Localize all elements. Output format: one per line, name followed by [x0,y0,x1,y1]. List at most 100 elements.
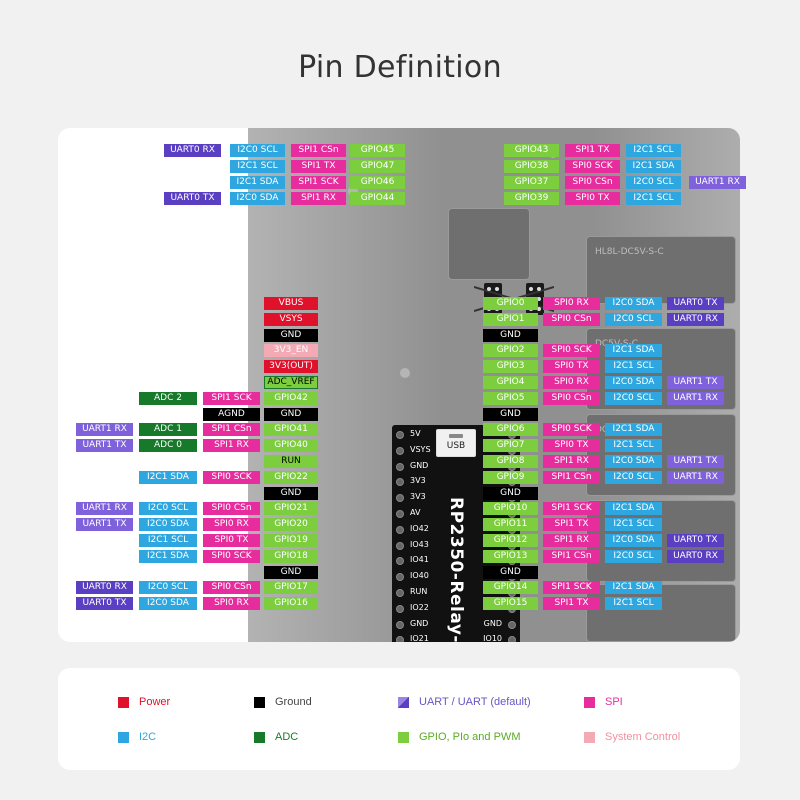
pin-label-i2c1-scl: I2C1 SCL [139,534,197,547]
pin-label-3v3-en: 3V3_EN [264,344,318,358]
header-pin [396,573,404,582]
legend-label: Power [139,696,171,708]
pin-label-gpio40: GPIO40 [264,439,318,453]
pin-label-i2c1-scl: I2C1 SCL [605,360,662,374]
legend-swatch [398,731,409,743]
pin-label-spi0-sck: SPI0 SCK [203,549,260,563]
pin-label-i2c1-sda: I2C1 SDA [605,581,662,595]
led-dot [529,287,533,291]
chip-pin-label: 5V [410,429,421,438]
header-pin [396,446,404,455]
legend-item-adc: ADC [254,731,298,743]
legend-label: ADC [275,731,299,743]
pin-label-spi0-sck: SPI0 SCK [565,160,620,173]
pin-label-i2c1-scl: I2C1 SCL [626,144,681,157]
legend-swatch [254,731,265,743]
pin-label-spi1-rx: SPI1 RX [291,192,346,205]
pin-label-i2c1-sda: I2C1 SDA [605,502,662,516]
pin-label-gpio2: GPIO2 [483,344,538,358]
pin-label-gpio42: GPIO42 [264,391,318,405]
pin-label-uart1-rx: UART1 RX [689,176,746,189]
pin-label-agnd: AGND [203,407,260,421]
pin-label-spi0-rx: SPI0 RX [543,376,600,389]
header-pin [396,478,404,487]
header-pin [508,636,516,642]
pin-label-i2c0-sda: I2C0 SDA [605,534,662,547]
led-dot [537,307,541,311]
legend-item-power: Power [118,696,170,708]
pin-label-i2c1-scl: I2C1 SCL [605,597,662,611]
pin-label-spi1-csn: SPI1 CSn [543,470,600,484]
chip-title: RP2350-Relay-6CH [438,485,474,642]
pin-label-i2c1-sda: I2C1 SDA [139,549,197,563]
pin-label-gnd: GND [264,328,318,342]
pin-label-gpio10: GPIO10 [483,502,538,516]
pin-label-gpio22: GPIO22 [264,470,318,484]
legend-item-uart: UART / UART (default) [398,696,531,708]
pin-label-uart0-rx: UART0 RX [667,549,724,563]
pin-label-i2c0-sda: I2C0 SDA [605,376,662,389]
pin-label-uart0-rx: UART0 RX [76,581,133,595]
chip-pin-label: VSYS [410,444,431,454]
pin-label-i2c0-scl: I2C0 SCL [626,176,681,189]
header-pin [508,620,516,629]
pin-label-i2c1-sda: I2C1 SDA [605,344,662,358]
relay-label: HL8L-DC5V-S-C [595,247,664,257]
pin-label-uart0-tx: UART0 TX [667,534,724,547]
pin-label-spi0-tx: SPI0 TX [203,534,260,547]
led-dot [487,287,491,291]
pin-label-spi1-csn: SPI1 CSn [543,549,600,563]
mount-hole [400,368,410,378]
pin-label-spi1-tx: SPI1 TX [543,518,600,532]
pin-label-gnd: GND [483,565,538,579]
pin-label-gpio8: GPIO8 [483,455,538,468]
pin-label-spi0-csn: SPI0 CSn [565,176,620,189]
pin-label-gpio47: GPIO47 [350,160,405,173]
pin-label-spi0-tx: SPI0 TX [543,360,600,374]
pin-label-gpio46: GPIO46 [350,176,405,189]
legend-swatch [398,696,409,708]
pin-label-gpio11: GPIO11 [483,518,538,532]
pin-label-spi1-tx: SPI1 TX [565,144,620,157]
pin-label-uart1-tx: UART1 TX [76,518,133,532]
led-dot [495,287,499,291]
pin-label-gnd: GND [483,407,538,421]
chip-pin-label: IO42 [410,523,429,533]
led-dot [537,297,541,301]
chip-pin-label: GND [410,618,429,628]
legend-swatch [584,731,595,743]
pin-label-gpio9: GPIO9 [483,470,538,484]
pin-label-gpio37: GPIO37 [504,176,559,189]
pin-label-gpio18: GPIO18 [264,549,318,563]
legend-item-ground: Ground [254,696,312,708]
pin-label-gpio20: GPIO20 [264,518,318,532]
pin-label-i2c1-sda: I2C1 SDA [605,423,662,437]
pin-label-gpio13: GPIO13 [483,549,538,563]
chip-pin-label: IO22 [410,602,429,612]
pin-label-adc-vref: ADC_VREF [264,376,318,389]
legend-label: UART / UART (default) [419,696,531,708]
usb-slot [449,434,463,438]
pin-label-i2c0-scl: I2C0 SCL [230,144,285,157]
pin-label-uart1-rx: UART1 RX [76,502,133,516]
pin-label-gpio21: GPIO21 [264,502,318,516]
pin-label-spi0-rx: SPI0 RX [203,597,260,611]
pin-label-uart0-tx: UART0 TX [164,192,221,205]
legend-label: I2C [139,731,157,743]
legend-item-spi: SPI [584,696,623,708]
pin-label-uart0-tx: UART0 TX [667,297,724,310]
pin-label-gnd: GND [483,486,538,500]
pin-label-adc-2: ADC 2 [139,391,197,405]
chip-block [448,208,530,280]
pin-label-uart1-rx: UART1 RX [667,470,724,484]
chip-pin-label: IO21 [410,634,429,642]
pin-label-i2c0-scl: I2C0 SCL [605,549,662,563]
usb-connector: USB [436,429,476,457]
pin-label-uart0-rx: UART0 RX [164,144,221,157]
pin-label-i2c0-scl: I2C0 SCL [605,391,662,405]
pin-label-i2c1-scl: I2C1 SCL [626,192,681,205]
pin-label-spi1-rx: SPI1 RX [203,439,260,453]
pin-label-spi1-csn: SPI1 CSn [203,423,260,437]
pin-label-spi1-sck: SPI1 SCK [543,581,600,595]
header-pin [396,557,404,566]
